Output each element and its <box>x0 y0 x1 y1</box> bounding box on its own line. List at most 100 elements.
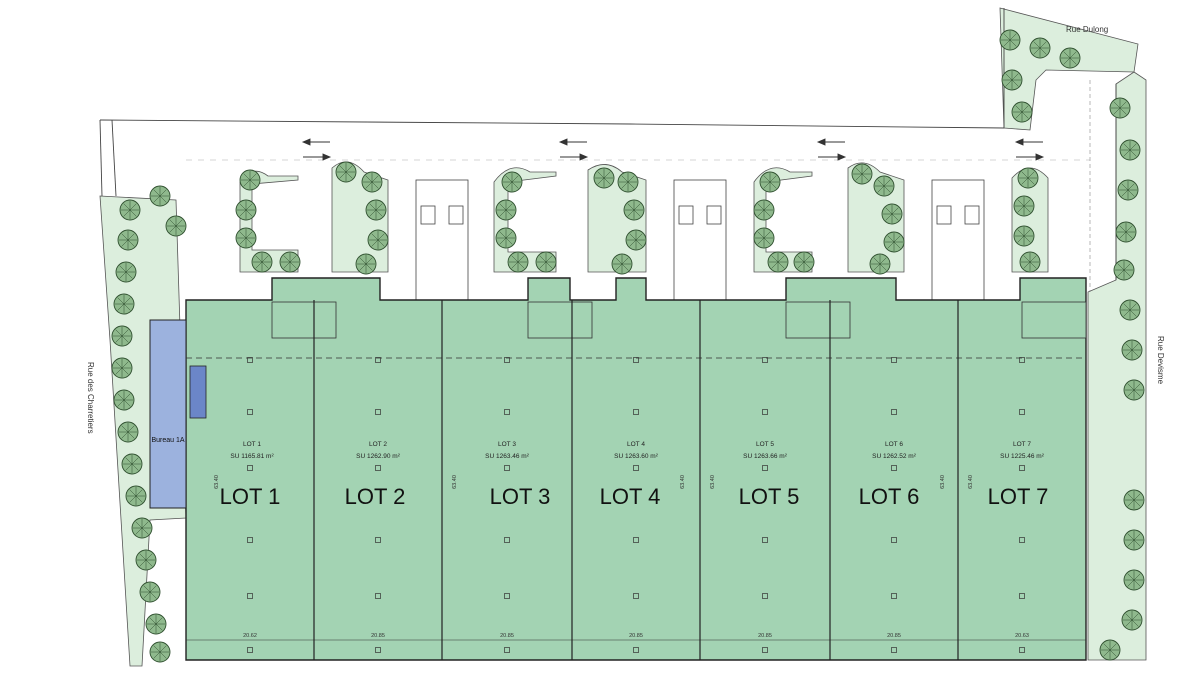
column-marker <box>633 647 639 653</box>
traffic-arrows <box>301 138 1045 161</box>
tree-icon <box>869 253 891 275</box>
annex-offices <box>271 301 1087 339</box>
column-marker <box>504 357 510 363</box>
truck-icon <box>936 205 952 225</box>
tree-icon <box>355 253 377 275</box>
boundary-line <box>99 8 1005 129</box>
truck-icon <box>706 205 722 225</box>
depth-label: 63.40 <box>940 475 946 489</box>
column-marker <box>891 465 897 471</box>
loading-bay-1 <box>415 179 469 301</box>
tree-icon <box>145 613 167 635</box>
annex-office-lot7 <box>1021 301 1087 339</box>
tree-icon <box>753 227 775 249</box>
arrow-right-2 <box>560 153 589 161</box>
tree-icon <box>495 199 517 221</box>
tree-icon <box>335 161 357 183</box>
column-marker <box>762 647 768 653</box>
column-marker <box>375 409 381 415</box>
lot-5-big-label: LOT 5 <box>739 484 800 509</box>
arrow-left-2 <box>558 138 587 146</box>
tree-icon <box>793 251 815 273</box>
column-marker <box>633 537 639 543</box>
column-marker <box>375 593 381 599</box>
column-marker <box>891 647 897 653</box>
lot-4-area-label: SU 1263.60 m² <box>614 453 659 460</box>
tree-icon <box>1019 251 1041 273</box>
lot-6-area-label: SU 1262.52 m² <box>872 453 917 460</box>
tree-icon <box>113 389 135 411</box>
tree-icon <box>121 453 143 475</box>
lot-3-width-label: 20.85 <box>500 633 514 639</box>
lot-7-big-label: LOT 7 <box>988 484 1049 509</box>
tree-icon <box>119 199 141 221</box>
street-label-dulong: Rue Dulong <box>1066 25 1108 34</box>
lot-5-width-label: 20.85 <box>758 633 772 639</box>
lot-3-area-label: SU 1263.46 m² <box>485 453 530 460</box>
annex-office-lot3 <box>527 301 593 339</box>
truck-icon <box>678 205 694 225</box>
tree-icon <box>165 215 187 237</box>
street-label-devisme: Rue Devisme <box>1156 336 1165 385</box>
tree-icon <box>1001 69 1023 91</box>
lot-6-width-label: 20.85 <box>887 633 901 639</box>
tree-icon <box>1115 221 1137 243</box>
loading-bay-2 <box>673 179 727 301</box>
tree-icon <box>759 171 781 193</box>
tree-icon <box>117 421 139 443</box>
column-marker <box>375 357 381 363</box>
tree-icon <box>117 229 139 251</box>
tree-icon <box>1117 179 1139 201</box>
structural-columns <box>247 357 1025 653</box>
lot-1-area-label: SU 1165.81 m² <box>230 453 274 460</box>
tree-icon <box>623 199 645 221</box>
tree-icon <box>1121 339 1143 361</box>
tree-icon <box>149 641 171 663</box>
column-marker <box>633 409 639 415</box>
tree-icon <box>1013 225 1035 247</box>
depth-labels: 63.40 63.40 63.40 63.40 63.40 63.40 <box>214 475 974 489</box>
arrow-left-1 <box>301 138 330 146</box>
lot-3-small-label: LOT 3 <box>498 441 516 448</box>
tree-icon <box>851 163 873 185</box>
lot-5-area-label: SU 1263.66 m² <box>743 453 788 460</box>
depth-label: 63.40 <box>968 475 974 489</box>
arrow-right-3 <box>818 153 847 161</box>
tree-icon <box>111 357 133 379</box>
lot-1-big-label: LOT 1 <box>220 484 281 509</box>
tree-icon <box>1121 609 1143 631</box>
column-marker <box>891 593 897 599</box>
column-marker <box>1019 593 1025 599</box>
column-marker <box>247 465 253 471</box>
tree-icon <box>251 251 273 273</box>
column-marker <box>1019 537 1025 543</box>
tree-icon <box>131 517 153 539</box>
lot-5-small-label: LOT 5 <box>756 441 774 448</box>
lot-6-small-label: LOT 6 <box>885 441 903 448</box>
tree-icon <box>1123 569 1145 591</box>
lot-6-big-label: LOT 6 <box>859 484 920 509</box>
column-marker <box>375 465 381 471</box>
column-marker <box>633 465 639 471</box>
building-footprint <box>185 277 1087 661</box>
tree-icon <box>1119 299 1141 321</box>
column-marker <box>1019 357 1025 363</box>
loading-bays <box>415 179 985 301</box>
tree-icon <box>593 167 615 189</box>
lot-7-width-label: 20.63 <box>1015 633 1029 639</box>
depth-label: 63.40 <box>452 475 458 489</box>
tree-icon <box>1123 379 1145 401</box>
tree-icon <box>495 227 517 249</box>
tree-icon <box>535 251 557 273</box>
column-marker <box>247 647 253 653</box>
tree-icon <box>1099 639 1121 661</box>
lot-1-small-label: LOT 1 <box>243 441 261 448</box>
column-marker <box>247 593 253 599</box>
trees <box>111 29 1145 663</box>
column-marker <box>891 409 897 415</box>
tree-icon <box>235 199 257 221</box>
tree-icon <box>361 171 383 193</box>
tree-icon <box>1029 37 1051 59</box>
west-fence <box>111 119 117 197</box>
column-marker <box>247 537 253 543</box>
